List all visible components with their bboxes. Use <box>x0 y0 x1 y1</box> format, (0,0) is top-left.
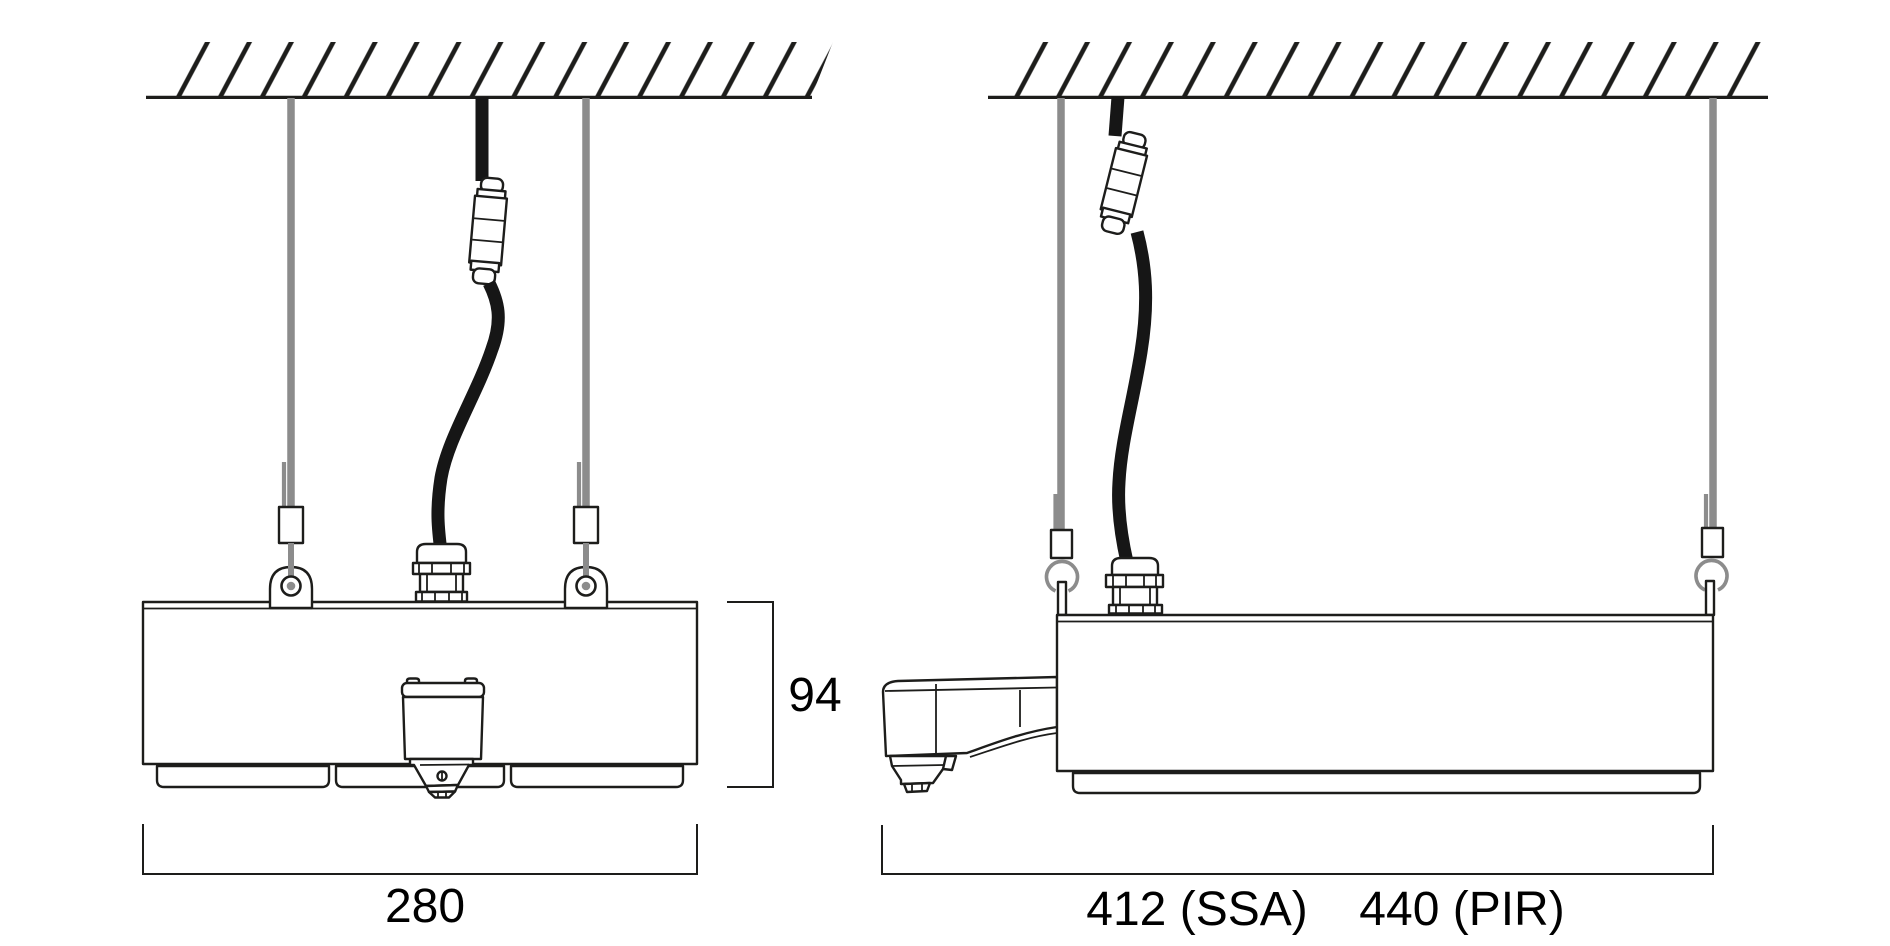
inline-connector <box>467 176 509 286</box>
power-cable <box>431 280 505 553</box>
wire-tip <box>286 581 296 591</box>
hook-plate <box>1056 580 1068 617</box>
dimension-length: 412 (SSA) 440 (PIR) <box>881 825 1714 936</box>
dimension-width: 280 <box>142 824 698 933</box>
wire-gripper <box>1049 528 1074 560</box>
hook-plate <box>1704 579 1716 617</box>
cable-gland <box>411 542 472 603</box>
power-cable <box>1108 96 1125 137</box>
wire-gripper <box>572 505 600 545</box>
cable-gland <box>1104 556 1165 615</box>
dimension-label-280: 280 <box>385 880 465 933</box>
end-view: 94 280 <box>141 42 842 933</box>
wire-loop <box>1694 558 1729 592</box>
sensor-arm <box>881 675 1059 758</box>
wire-gripper <box>277 505 305 545</box>
dimension-label-412-ssa: 412 (SSA) <box>1086 883 1307 936</box>
lens-segment <box>509 764 685 789</box>
dimension-label-440-pir: 440 (PIR) <box>1359 883 1564 936</box>
wire-loop <box>1044 559 1080 593</box>
wire-gripper <box>1700 526 1725 559</box>
side-view: 412 (SSA) 440 (PIR) <box>881 42 1789 936</box>
ceiling-hatch <box>148 42 833 98</box>
sensor-cone <box>888 754 948 786</box>
sensor-lid <box>400 681 486 699</box>
ceiling-hatch <box>990 42 1789 98</box>
pir-sensor <box>881 675 1059 794</box>
inline-connector <box>1099 130 1149 236</box>
dimension-height: 94 <box>727 601 842 788</box>
lens-segment <box>155 764 331 789</box>
dimension-label-94: 94 <box>788 669 841 722</box>
sensor-body <box>401 695 485 761</box>
power-cable <box>1112 230 1153 564</box>
luminaire-body <box>1055 613 1715 773</box>
motion-sensor <box>400 677 486 799</box>
wire-tip <box>581 581 591 591</box>
lens-diffuser <box>1071 771 1702 795</box>
